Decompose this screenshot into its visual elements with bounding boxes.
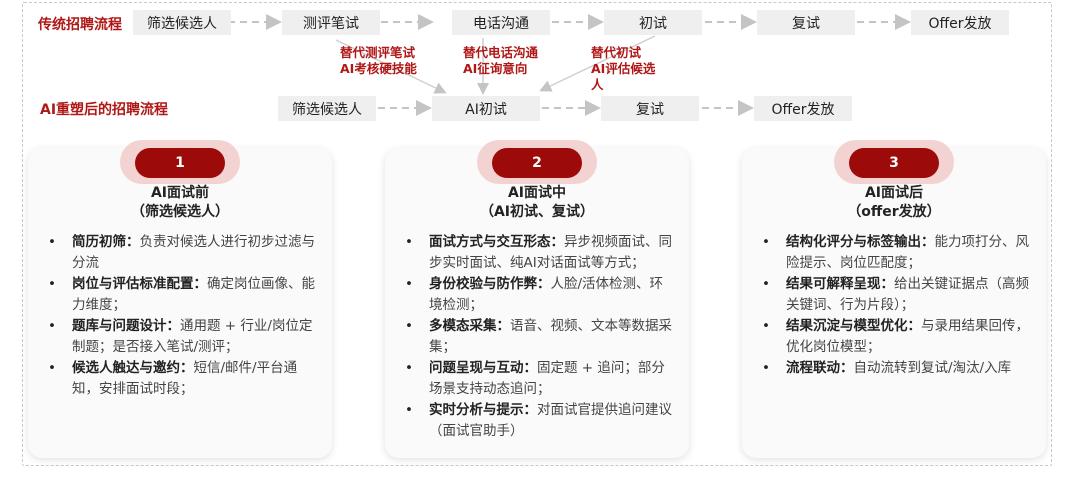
list-item: 候选人触达与邀约：短信/邮件/平台通知，安排面试时段； xyxy=(44,358,318,400)
list-item: 流程联动：自动流转到复试/淘汰/入库 xyxy=(758,358,1032,379)
stage-title: AI面试后（offer发放） xyxy=(847,185,941,220)
list-item: 多模态采集：语音、视频、文本等数据采集； xyxy=(401,316,675,358)
list-item: 结果沉淀与模型优化：与录用结果回传，优化岗位模型； xyxy=(758,316,1032,358)
list-item: 结果可解释呈现：给出关键证据点（高频关键词、行为片段）； xyxy=(758,274,1032,316)
stage-card-after: 3 AI面试后（offer发放） 结构化评分与标签输出：能力项打分、风险提示、岗… xyxy=(742,140,1046,458)
ai-step-ai-interview: AI初试 xyxy=(432,96,540,121)
stage-number: 1 xyxy=(135,148,225,178)
stage-items: 面试方式与交互形态：异步视频面试、同步实时面试、纯AI对话面试等方式； 身份校验… xyxy=(401,232,675,442)
stage-number: 3 xyxy=(849,148,939,178)
ai-process-label: AI重塑后的招聘流程 xyxy=(40,102,169,118)
trad-step-written-test: 测评笔试 xyxy=(282,10,380,35)
stage-items: 简历初筛：负责对候选人进行初步过滤与分流 岗位与评估标准配置：确定岗位画像、能力… xyxy=(44,232,318,400)
stage-number: 2 xyxy=(492,148,582,178)
ai-step-screen: 筛选候选人 xyxy=(278,96,376,121)
list-item: 结构化评分与标签输出：能力项打分、风险提示、岗位匹配度； xyxy=(758,232,1032,274)
ai-step-second-interview: 复试 xyxy=(601,96,699,121)
trad-step-first-interview: 初试 xyxy=(604,10,702,35)
list-item: 问题呈现与互动：固定题 + 追问；部分场景支持动态追问； xyxy=(401,358,675,400)
stage-title: AI面试中（AI初试、复试） xyxy=(479,185,595,220)
stage-card-before: 1 AI面试前（筛选候选人） 简历初筛：负责对候选人进行初步过滤与分流 岗位与评… xyxy=(28,140,332,458)
trad-step-phone: 电话沟通 xyxy=(452,10,550,35)
list-item: 简历初筛：负责对候选人进行初步过滤与分流 xyxy=(44,232,318,274)
trad-step-screen: 筛选候选人 xyxy=(133,10,231,35)
stage-card-during: 2 AI面试中（AI初试、复试） 面试方式与交互形态：异步视频面试、同步实时面试… xyxy=(385,140,689,458)
list-item: 实时分析与提示：对面试官提供追问建议（面试官助手） xyxy=(401,400,675,442)
list-item: 题库与问题设计：通用题 + 行业/岗位定制题；是否接入笔试/测评； xyxy=(44,316,318,358)
ai-step-offer: Offer发放 xyxy=(754,96,852,121)
list-item: 岗位与评估标准配置：确定岗位画像、能力维度； xyxy=(44,274,318,316)
trad-step-offer: Offer发放 xyxy=(911,10,1009,35)
diagram-frame xyxy=(22,2,1052,466)
list-item: 面试方式与交互形态：异步视频面试、同步实时面试、纯AI对话面试等方式； xyxy=(401,232,675,274)
list-item: 身份校验与防作弊：人脸/活体检测、环境检测； xyxy=(401,274,675,316)
stage-title: AI面试前（筛选候选人） xyxy=(131,185,229,220)
trad-step-second-interview: 复试 xyxy=(757,10,855,35)
traditional-process-label: 传统招聘流程 xyxy=(38,17,122,33)
stage-items: 结构化评分与标签输出：能力项打分、风险提示、岗位匹配度； 结果可解释呈现：给出关… xyxy=(758,232,1032,379)
